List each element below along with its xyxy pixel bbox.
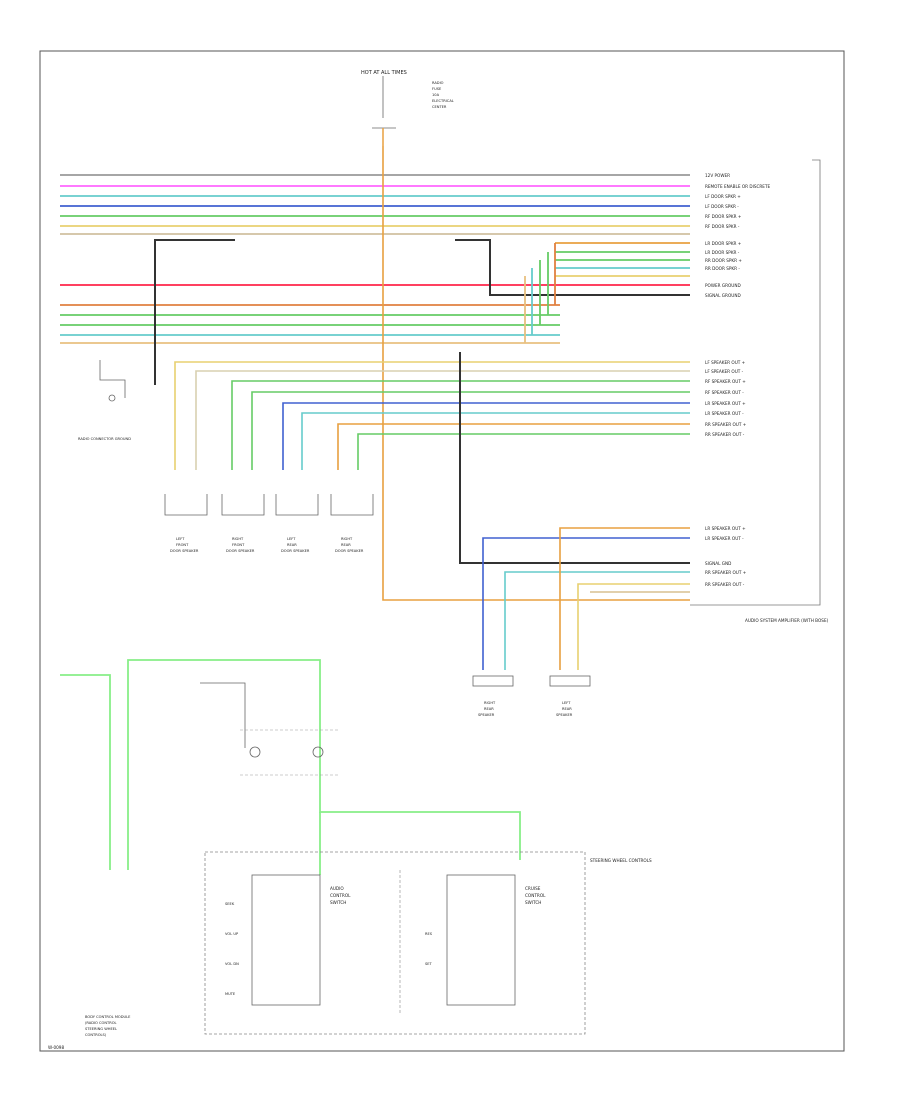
bcm-label-line4: CONTROLS) <box>85 1033 107 1037</box>
pin-label-8: LR DOOR SPKR - <box>705 250 740 255</box>
bcm-label-line2: (RADIO CONTROL <box>85 1021 117 1025</box>
diagram-border <box>39 50 845 1052</box>
cruise-switch-box <box>446 874 516 1006</box>
pin-label-2-6: LR SPEAKER OUT - <box>705 411 744 416</box>
pin-label-2-4: RF SPEAKER OUT - <box>705 390 744 395</box>
power-line-2: FUSE <box>432 87 442 91</box>
door-speaker-group: LEFT FRONT DOOR SPEAKER RIGHT FRONT DOOR… <box>164 494 374 553</box>
rear-speaker-right-line2: REAR <box>484 707 494 711</box>
amplifier-module-outline <box>690 159 821 606</box>
door-speaker-lr: LEFT REAR DOOR SPEAKER <box>275 494 319 553</box>
door-speaker-lf-line1: LEFT <box>176 537 185 541</box>
power-trunk-wire <box>382 146 690 601</box>
pin-label-6: RF DOOR SPKR - <box>705 224 740 229</box>
left-ground-connector: RADIO CONNECTOR GROUND <box>78 360 131 441</box>
rear-speaker-right: RIGHT REAR SPEAKER <box>472 675 514 717</box>
power-line-5: CENTER <box>432 105 447 109</box>
pin-label-1: 12V POWER <box>705 173 730 178</box>
speaker-harness <box>174 352 690 564</box>
pin-label-9: RR DOOR SPKR + <box>705 258 742 263</box>
pin-label-7: LR DOOR SPKR + <box>705 241 742 246</box>
rear-speaker-left-line2: REAR <box>562 707 572 711</box>
pin-label-3: LF DOOR SPKR + <box>705 194 741 199</box>
cruise-switch-line3: SWITCH <box>525 900 541 905</box>
door-speaker-rf-line2: FRONT <box>232 543 245 547</box>
door-speaker-rr-line3: DOOR SPEAKER <box>335 549 364 553</box>
power-line-1: RADIO <box>432 81 444 85</box>
door-speaker-lf-line2: FRONT <box>176 543 189 547</box>
rear-speaker-right-line1: RIGHT <box>484 701 496 705</box>
pin-label-12: SIGNAL GROUND <box>705 293 741 298</box>
door-speaker-lf-line3: DOOR SPEAKER <box>170 549 199 553</box>
pin-label-3-2: LR SPEAKER OUT - <box>705 536 744 541</box>
pin-label-5: RF DOOR SPKR + <box>705 214 742 219</box>
bcm-label-line3: STEERING WHEEL <box>85 1027 117 1031</box>
bcm-label: BODY CONTROL MODULE (RADIO CONTROL STEER… <box>85 1015 131 1037</box>
cruise-switch-line1: CRUISE <box>525 886 541 891</box>
pin-label-11: POWER GROUND <box>705 283 741 288</box>
audio-switch-line2: CONTROL <box>330 893 351 898</box>
door-speaker-rr-line1: RIGHT <box>341 537 353 541</box>
door-speaker-rf-line1: RIGHT <box>232 537 244 541</box>
pin-label-2-1: LF SPEAKER OUT + <box>705 360 746 365</box>
amplifier-harness <box>482 527 690 670</box>
pin-label-2: REMOTE ENABLE OR DISCRETE <box>705 184 771 189</box>
pin-label-10: RR DOOR SPKR - <box>705 266 740 271</box>
steering-module-title: STEERING WHEEL CONTROLS <box>590 858 652 863</box>
sub-label-set: SET <box>425 962 433 966</box>
pin-label-2-5: LR SPEAKER OUT + <box>705 401 746 406</box>
steering-wiring <box>60 659 521 875</box>
pin-label-2-3: RF SPEAKER OUT + <box>705 379 746 384</box>
bcm-label-line1: BODY CONTROL MODULE <box>85 1015 131 1019</box>
audio-switch-box <box>251 874 321 1006</box>
sub-label-vol-dn: VOL DN <box>225 962 239 966</box>
pin-label-3-3: SIGNAL GND <box>705 561 731 566</box>
sub-label-seek: SEEK <box>225 902 235 906</box>
rear-speaker-left-line1: LEFT <box>562 701 571 705</box>
pin-label-2-7: RR SPEAKER OUT + <box>705 422 747 427</box>
footer-code: W-0098 <box>48 1045 64 1050</box>
door-speaker-rr: RIGHT REAR DOOR SPEAKER <box>330 494 374 553</box>
radio-ground-label: RADIO CONNECTOR GROUND <box>78 437 131 441</box>
pin-label-3-1: LR SPEAKER OUT + <box>705 526 746 531</box>
door-speaker-rf: RIGHT FRONT DOOR SPEAKER <box>221 494 265 553</box>
sub-label-mute: MUTE <box>225 992 236 996</box>
right-pin-labels: 12V POWER REMOTE ENABLE OR DISCRETE LF D… <box>705 173 771 587</box>
rear-speaker-left: LEFT REAR SPEAKER <box>549 675 591 717</box>
sub-label-res: RES <box>425 932 433 936</box>
pin-label-3-4: RR SPEAKER OUT + <box>705 570 747 575</box>
pin-label-4: LF DOOR SPKR - <box>705 204 739 209</box>
rear-speaker-left-line3: SPEAKER <box>556 713 573 717</box>
power-title: HOT AT ALL TIMES <box>361 70 407 76</box>
door-speaker-lr-line2: REAR <box>287 543 297 547</box>
amplifier-label: AUDIO SYSTEM AMPLIFIER (WITH BOSE) <box>745 618 829 623</box>
rear-speaker-right-line3: SPEAKER <box>478 713 495 717</box>
power-source-block: HOT AT ALL TIMES RADIO FUSE 10A ELECTRIC… <box>361 70 454 146</box>
door-speaker-lr-line1: LEFT <box>287 537 296 541</box>
steering-module: STEERING WHEEL CONTROLS AUDIO CONTROL SW… <box>204 851 652 1035</box>
pin-label-2-2: LF SPEAKER OUT - <box>705 369 744 374</box>
door-speaker-rr-line2: REAR <box>341 543 351 547</box>
power-line-4: ELECTRICAL <box>432 99 454 103</box>
pin-label-2-8: RR SPEAKER OUT - <box>705 432 745 437</box>
pin-label-3-5: RR SPEAKER OUT - <box>705 582 745 587</box>
door-speaker-lr-line3: DOOR SPEAKER <box>281 549 310 553</box>
audio-switch-line3: SWITCH <box>330 900 346 905</box>
upper-harness <box>60 174 690 385</box>
power-line-3: 10A <box>432 93 440 97</box>
sub-label-vol-up: VOL UP <box>225 932 239 936</box>
door-speaker-lf: LEFT FRONT DOOR SPEAKER <box>164 494 208 553</box>
rear-speaker-group: RIGHT REAR SPEAKER LEFT REAR SPEAKER <box>472 675 591 717</box>
cruise-switch-line2: CONTROL <box>525 893 546 898</box>
audio-switch-line1: AUDIO <box>330 886 344 891</box>
door-speaker-rf-line3: DOOR SPEAKER <box>226 549 255 553</box>
